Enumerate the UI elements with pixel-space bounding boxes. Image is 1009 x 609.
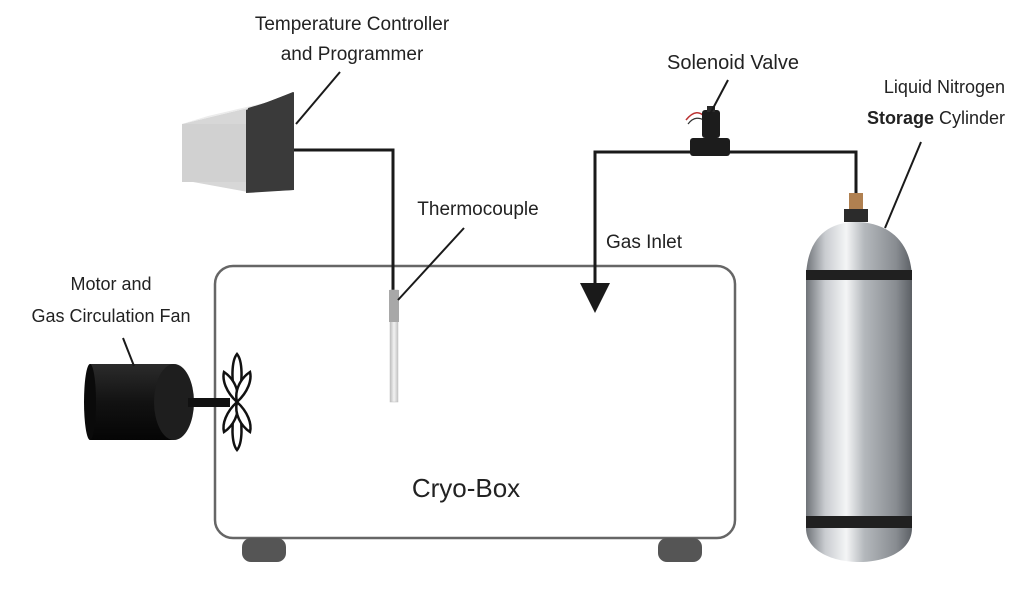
connection-lines [293, 148, 858, 313]
thermocouple-label: Thermocouple [417, 199, 538, 220]
ln2-label-rest: Cylinder [934, 108, 1005, 128]
temp-controller-label-line2: and Programmer [281, 44, 424, 65]
temp-controller-label-line1: Temperature Controller [255, 14, 450, 35]
cryo-box-label: Cryo-Box [412, 473, 520, 503]
ln2-label-line2: Storage Cylinder [867, 108, 1005, 128]
thermocouple-probe [389, 289, 399, 403]
cryo-box-foot-right [658, 538, 702, 562]
cryo-box-foot-left [242, 538, 286, 562]
ln2-supply-pipe [727, 150, 858, 196]
gas-inlet-label: Gas Inlet [606, 232, 683, 253]
ln2-label-bold: Storage [867, 108, 934, 128]
ln2-label-line1: Liquid Nitrogen [884, 77, 1005, 97]
gas-inlet-pipe [580, 150, 693, 313]
solenoid-valve-label: Solenoid Valve [667, 52, 799, 74]
temperature-controller [182, 92, 294, 193]
ln2-cylinder [806, 193, 912, 562]
controller-wire [293, 148, 395, 290]
fan-blades-icon [222, 352, 252, 452]
solenoid-valve-icon [685, 106, 730, 156]
cryo-box [213, 264, 737, 562]
motor-and-fan [84, 352, 252, 452]
motor-label-line1: Motor and [70, 274, 151, 294]
leader-lines [122, 71, 922, 367]
motor-label-line2: Gas Circulation Fan [31, 306, 190, 326]
